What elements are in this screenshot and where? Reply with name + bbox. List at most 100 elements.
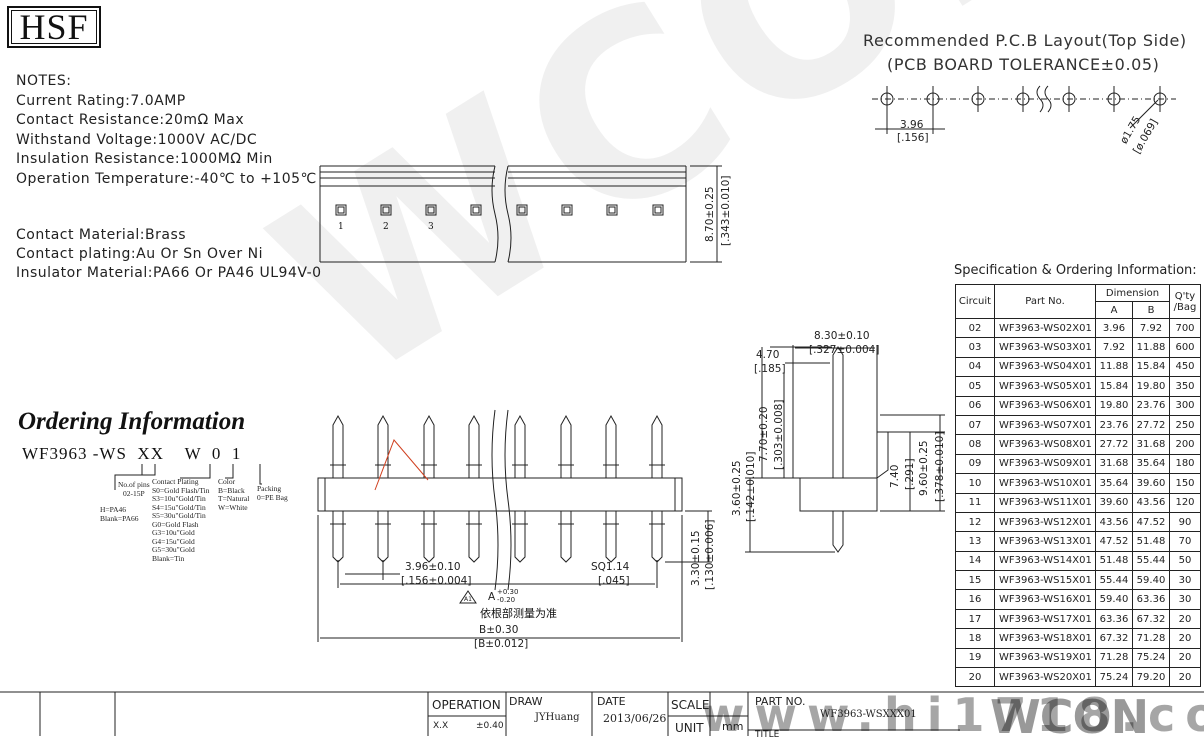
- pin-label: 3: [428, 222, 434, 232]
- cell-circuit: 16: [955, 589, 995, 610]
- hsf-logo: HSF: [7, 6, 101, 48]
- cell-qty: 90: [1169, 511, 1201, 533]
- col-circuit: Circuit: [955, 284, 995, 319]
- side-h4: 9.60±0.25: [918, 440, 930, 496]
- cell-a: 31.68: [1095, 453, 1133, 475]
- cell-part-no: WF3963-WS08X01: [994, 434, 1096, 455]
- cell-circuit: 20: [955, 667, 995, 688]
- front-sq-inch: [.045]: [598, 575, 630, 587]
- connector-top-view: [319, 165, 722, 263]
- ordering-packing: Packing 0=PE Bag: [257, 484, 288, 502]
- tb-tol-value: ±0.40: [476, 721, 504, 731]
- cell-circuit: 10: [955, 473, 995, 494]
- cell-circuit: 15: [955, 570, 995, 591]
- tb-operation: OPERATION: [432, 698, 501, 712]
- cell-a: 27.72: [1095, 434, 1133, 455]
- ordering-title: Ordering Information: [18, 408, 246, 435]
- cell-part-no: WF3963-WS20X01: [994, 667, 1096, 688]
- tb-scale: SCALE: [671, 698, 710, 712]
- cell-b: 67.32: [1132, 608, 1170, 630]
- cell-b: 11.88: [1132, 337, 1170, 358]
- front-sq: SQ1.14: [591, 561, 630, 573]
- side-h1-inch: [.303±0.008]: [773, 399, 785, 470]
- cell-part-no: WF3963-WS12X01: [994, 511, 1096, 533]
- pcb-pitch-inch: [.156]: [897, 132, 929, 144]
- front-note-mark: A1: [464, 596, 472, 603]
- cell-b: 51.48: [1132, 531, 1170, 552]
- cell-qty: 30: [1169, 589, 1201, 610]
- ordering-color: Color B=Black T=Natural W=White: [218, 477, 250, 512]
- cell-qty: 20: [1169, 667, 1201, 688]
- ordering-material: H=PA46 Blank=PA66: [100, 505, 139, 523]
- material-line: Contact Material:Brass: [16, 227, 187, 243]
- side-h2-inch: [.142±0.010]: [745, 451, 757, 522]
- front-a: A: [488, 591, 496, 603]
- note-line: Operation Temperature:-40℃ to +105℃: [16, 171, 317, 187]
- ordering-code: WF3963 -WS XX W 0 1: [22, 444, 242, 463]
- tb-unit: UNIT: [675, 721, 704, 735]
- cell-a: 43.56: [1095, 511, 1133, 533]
- ordering-leaders: [114, 464, 262, 490]
- tb-part-no-label: PART NO.: [755, 695, 806, 708]
- cell-b: 39.60: [1132, 473, 1170, 494]
- cell-part-no: WF3963-WS17X01: [994, 608, 1096, 630]
- cell-a: 71.28: [1095, 647, 1133, 669]
- pin-label: 1: [338, 222, 344, 232]
- cell-b: 43.56: [1132, 492, 1170, 513]
- cell-a: 67.32: [1095, 628, 1133, 649]
- cell-b: 71.28: [1132, 628, 1170, 649]
- front-b-inch: [B±0.012]: [474, 638, 529, 650]
- cell-circuit: 18: [955, 628, 995, 649]
- cell-qty: 600: [1169, 337, 1201, 358]
- cell-a: 39.60: [1095, 492, 1133, 513]
- cell-qty: 20: [1169, 608, 1201, 630]
- cell-circuit: 11: [955, 492, 995, 513]
- cell-a: 55.44: [1095, 570, 1133, 591]
- front-b: B±0.30: [479, 624, 519, 636]
- wcon-logo-watermark: WCON: [990, 690, 1149, 744]
- side-h2: 3.60±0.25: [731, 460, 743, 516]
- tb-date-value: 2013/06/26: [603, 712, 667, 725]
- red-annotation-mark: [374, 439, 429, 491]
- cell-part-no: WF3963-WS19X01: [994, 647, 1096, 669]
- url-watermark: www.hi1718.com: [702, 688, 1204, 742]
- cell-b: 31.68: [1132, 434, 1170, 455]
- connector-side-view: [745, 345, 945, 553]
- note-line: Insulation Resistance:1000MΩ Min: [16, 151, 273, 167]
- cell-part-no: WF3963-WS07X01: [994, 414, 1096, 436]
- front-note: 依根部测量为准: [480, 607, 557, 620]
- cell-b: 75.24: [1132, 647, 1170, 669]
- cell-part-no: WF3963-WS09X01: [994, 453, 1096, 475]
- col-qty: Q'ty /Bag: [1169, 284, 1201, 319]
- tb-draw: DRAW: [509, 695, 543, 708]
- front-pitch: 3.96±0.10: [405, 561, 461, 573]
- side-h4-inch: [.378±0.010]: [934, 431, 946, 502]
- cell-qty: 70: [1169, 531, 1201, 552]
- top-height-inch: [.343±0.010]: [720, 175, 732, 246]
- cell-a: 63.36: [1095, 608, 1133, 630]
- cell-qty: 120: [1169, 492, 1201, 513]
- cell-qty: 150: [1169, 473, 1201, 494]
- front-tail-inch: [.130±0.006]: [704, 519, 716, 590]
- pcb-pitch: 3.96: [900, 119, 924, 131]
- cell-circuit: 19: [955, 647, 995, 669]
- cell-part-no: WF3963-WS11X01: [994, 492, 1096, 513]
- col-dimension: Dimension: [1095, 284, 1170, 302]
- pcb-hole-pattern: [872, 85, 1176, 134]
- tb-unit-value: mm: [722, 720, 744, 733]
- top-height: 8.70±0.25: [704, 186, 716, 242]
- cell-circuit: 03: [955, 337, 995, 358]
- cell-part-no: WF3963-WS05X01: [994, 376, 1096, 397]
- tb-tol-label: X.X: [433, 721, 449, 731]
- spec-title: Specification & Ordering Information:: [954, 263, 1197, 278]
